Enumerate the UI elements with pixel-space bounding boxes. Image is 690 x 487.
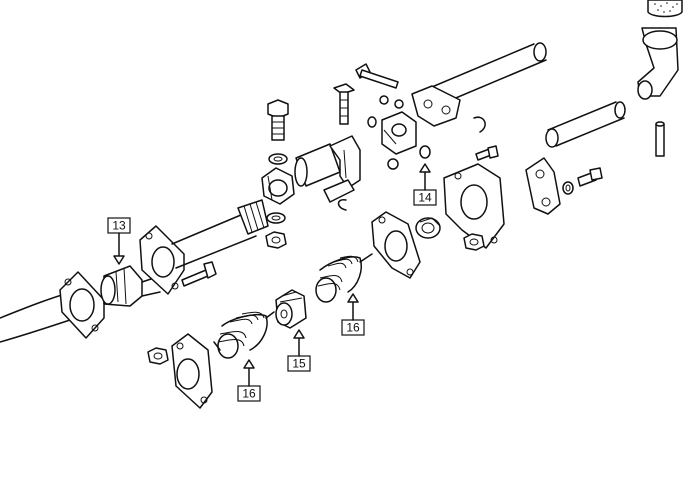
pipe-flange-left bbox=[59, 271, 105, 339]
hex-nut-lower-left bbox=[147, 347, 169, 365]
svg-text:16: 16 bbox=[346, 321, 360, 335]
hanger-bracket-right bbox=[525, 157, 561, 215]
filter-cap bbox=[647, 0, 683, 18]
bolt-small bbox=[181, 261, 217, 287]
clamp-bracket bbox=[261, 167, 295, 205]
callout-15: 15 bbox=[287, 329, 311, 372]
svg-text:15: 15 bbox=[292, 357, 306, 371]
o-rings bbox=[367, 95, 431, 170]
upper-pipe-bracket bbox=[411, 85, 461, 127]
pivot-pin-long bbox=[355, 63, 399, 89]
washer-right bbox=[562, 181, 574, 195]
bolt-far-right bbox=[577, 167, 603, 187]
gasket-middle bbox=[371, 211, 421, 279]
bolt-right bbox=[475, 145, 499, 161]
svg-text:14: 14 bbox=[418, 191, 432, 205]
spring-coil-left bbox=[213, 311, 275, 359]
tailpipe-section bbox=[545, 101, 626, 148]
pipe-flange-middle bbox=[139, 225, 185, 295]
dowel-pin bbox=[655, 121, 665, 157]
spring-coil-right bbox=[315, 253, 373, 303]
pin-vertical bbox=[333, 83, 355, 125]
elbow-fitting bbox=[637, 27, 679, 100]
gasket-large-right bbox=[443, 163, 505, 249]
hex-bolt-vertical bbox=[267, 99, 289, 141]
hex-nut-center bbox=[265, 231, 287, 249]
hex-nut-right bbox=[463, 233, 485, 251]
callout-16-left: 16 bbox=[237, 359, 261, 402]
callout-14: 14 bbox=[413, 163, 437, 206]
pipe-joint bbox=[100, 265, 161, 307]
washer-upper bbox=[268, 153, 288, 165]
svg-text:13: 13 bbox=[112, 219, 126, 233]
yoke-bracket bbox=[323, 135, 361, 203]
t-fitting bbox=[381, 111, 417, 155]
hose-clamp bbox=[415, 217, 441, 239]
callout-13: 13 bbox=[107, 217, 131, 265]
flange-lower bbox=[171, 333, 213, 409]
callout-16-right: 16 bbox=[341, 293, 365, 336]
svg-text:16: 16 bbox=[242, 387, 256, 401]
snap-ring bbox=[473, 116, 486, 133]
rubber-bushing bbox=[275, 289, 307, 329]
washer-lower bbox=[266, 212, 286, 224]
c-clip-small bbox=[337, 199, 347, 211]
intermediate-pipe bbox=[171, 199, 269, 269]
